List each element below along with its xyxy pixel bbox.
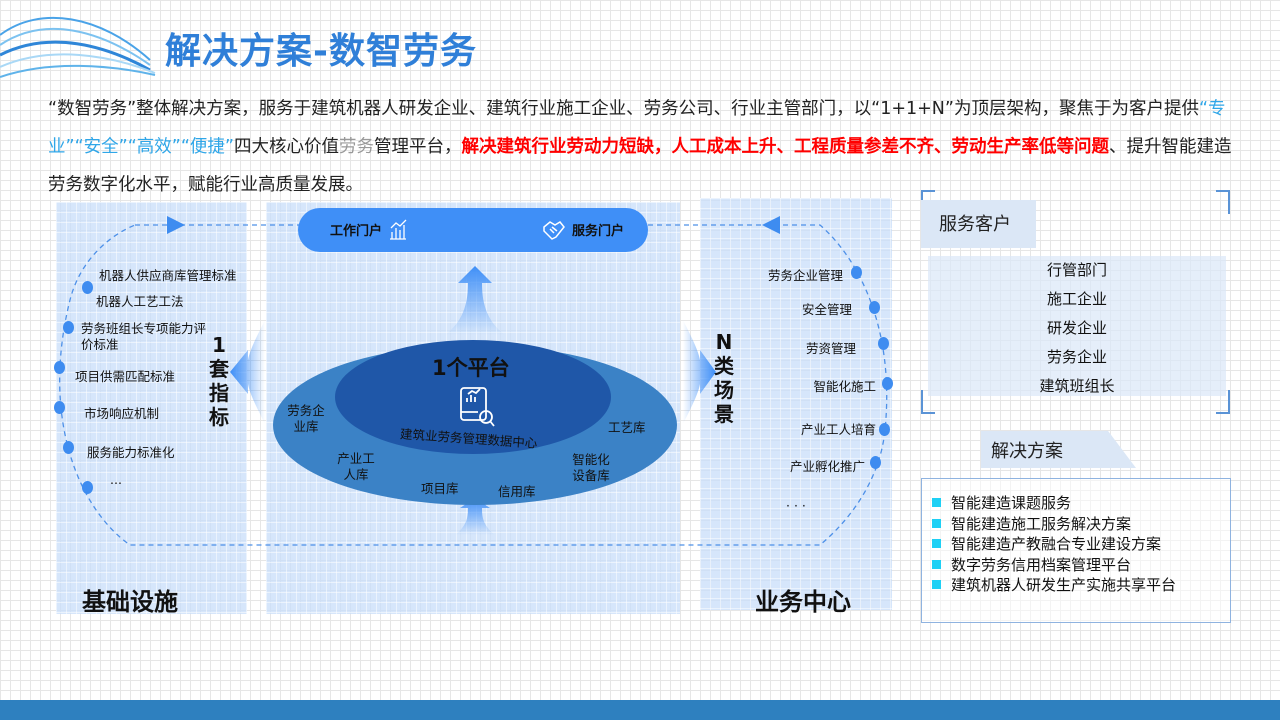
library-item: 劳务企业库 bbox=[287, 403, 325, 434]
handshake-icon bbox=[543, 221, 565, 240]
timeline-dot bbox=[63, 321, 74, 334]
scenario-item: 劳资管理 bbox=[805, 341, 856, 356]
customer-item: 行管部门 bbox=[1046, 261, 1107, 279]
scenario-item: 产业工人培育 bbox=[800, 422, 876, 437]
infrastructure-label: 基础设施 bbox=[82, 588, 178, 616]
library-item: 工艺库 bbox=[608, 420, 646, 435]
timeline-dot bbox=[869, 301, 880, 314]
scenario-item: · · · bbox=[786, 498, 806, 513]
scenario-item: 智能化施工 bbox=[813, 379, 876, 394]
standard-item: 机器人供应商库管理标准 bbox=[99, 268, 237, 283]
arrow-up-icon bbox=[445, 266, 505, 335]
standard-item: 市场响应机制 bbox=[84, 406, 160, 421]
corner-bracket bbox=[921, 390, 935, 414]
scenario-item: 安全管理 bbox=[801, 302, 852, 317]
bullet-icon bbox=[932, 580, 941, 589]
standard-item: 项目供需匹配标准 bbox=[75, 369, 176, 384]
solution-item: 智能建造产教融合专业建设方案 bbox=[932, 534, 1220, 555]
timeline-dot bbox=[878, 337, 889, 350]
intro-text: 四大核心价值 bbox=[234, 137, 339, 157]
customer-item: 劳务企业 bbox=[1046, 348, 1107, 366]
footer-bar bbox=[0, 700, 1280, 720]
intro-text: 劳务 bbox=[339, 137, 374, 157]
solution-item: 数字劳务信用档案管理平台 bbox=[932, 555, 1220, 576]
library-item: 项目库 bbox=[421, 481, 459, 496]
value-convenient: “便捷” bbox=[180, 137, 234, 157]
intro-text: 、提升智能建造劳务数字化水平，赋能行业高质量发展。 bbox=[48, 137, 1232, 195]
platform-title: 1个平台 bbox=[432, 356, 510, 380]
scenario-item: 产业孵化推广 bbox=[789, 459, 865, 474]
data-center-icon bbox=[460, 387, 495, 427]
library-item: 信用库 bbox=[498, 484, 536, 499]
customers-heading: 服务客户 bbox=[921, 200, 1036, 248]
business-center-label: 业务中心 bbox=[755, 588, 851, 616]
timeline-dot bbox=[63, 441, 74, 454]
work-portal-button[interactable]: 工作门户 bbox=[330, 224, 383, 239]
standard-item: 服务能力标准化 bbox=[87, 445, 175, 460]
standard-item: 机器人工艺工法 bbox=[96, 294, 184, 309]
customers-list: 行管部门 施工企业 研发企业 劳务企业 建筑班组长 bbox=[928, 256, 1226, 396]
bullet-icon bbox=[932, 559, 941, 569]
arrow-left-icon bbox=[762, 216, 780, 234]
library-item: 产业工人库 bbox=[337, 451, 375, 482]
timeline-dot bbox=[54, 401, 65, 414]
customer-item: 建筑班组长 bbox=[1039, 377, 1115, 395]
solution-item: 智能建造课题服务 bbox=[932, 493, 1220, 514]
intro-text: 管理平台， bbox=[374, 137, 462, 157]
standard-item: ... bbox=[110, 472, 122, 487]
value-efficient: “高效” bbox=[127, 137, 181, 157]
timeline-dot bbox=[851, 266, 862, 279]
logo-swirl-icon bbox=[0, 16, 156, 78]
solutions-heading: 解决方案 bbox=[981, 431, 1136, 468]
platform-inner-core bbox=[335, 340, 611, 454]
page-title: 解决方案-数智劳务 bbox=[165, 31, 477, 72]
solution-item: 建筑机器人研发生产实施共享平台 bbox=[932, 575, 1220, 596]
corner-bracket bbox=[1216, 390, 1230, 414]
arrow-right-icon bbox=[167, 216, 185, 234]
intro-paragraph: “数智劳务”整体解决方案，服务于建筑机器人研发企业、建筑行业施工企业、劳务公司、… bbox=[48, 90, 1243, 204]
intro-problems: 解决建筑行业劳动力短缺，人工成本上升、工程质量参差不齐、劳动生产率低等问题 bbox=[461, 137, 1110, 157]
infrastructure-panel bbox=[56, 202, 247, 614]
arrow-up-icon bbox=[455, 498, 495, 535]
standard-item: 劳务班组长专项能力评价标准 bbox=[81, 321, 207, 352]
timeline-dot bbox=[879, 423, 890, 436]
bullet-icon bbox=[932, 518, 941, 528]
timeline-dot bbox=[82, 281, 93, 294]
bullet-icon bbox=[932, 498, 941, 507]
intro-text: “数智劳务”整体解决方案，服务于建筑机器人研发企业、建筑行业施工企业、劳务公司、… bbox=[48, 99, 1199, 119]
chart-icon bbox=[390, 219, 407, 240]
solution-item: 智能建造施工服务解决方案 bbox=[932, 514, 1220, 535]
timeline-dot bbox=[82, 481, 93, 494]
bullet-icon bbox=[932, 539, 941, 548]
portal-bar: 工作门户 服务门户 bbox=[298, 208, 648, 252]
service-portal-button[interactable]: 服务门户 bbox=[572, 224, 625, 239]
scenario-item: 劳务企业管理 bbox=[767, 268, 843, 283]
customer-item: 研发企业 bbox=[1046, 319, 1107, 337]
arrow-right-icon bbox=[683, 320, 716, 424]
customer-item: 施工企业 bbox=[1046, 290, 1107, 308]
corner-bracket bbox=[1216, 190, 1230, 214]
solutions-list: 智能建造课题服务 智能建造施工服务解决方案 智能建造产教融合专业建设方案 数字劳… bbox=[921, 478, 1231, 623]
timeline-dot bbox=[882, 377, 893, 390]
value-safe: “安全” bbox=[74, 137, 128, 157]
value-professional: “专业” bbox=[48, 99, 1226, 157]
arrow-left-icon bbox=[230, 320, 265, 424]
timeline-dot bbox=[870, 456, 881, 469]
library-item: 智能化设备库 bbox=[572, 452, 610, 483]
timeline-dot bbox=[54, 361, 65, 374]
